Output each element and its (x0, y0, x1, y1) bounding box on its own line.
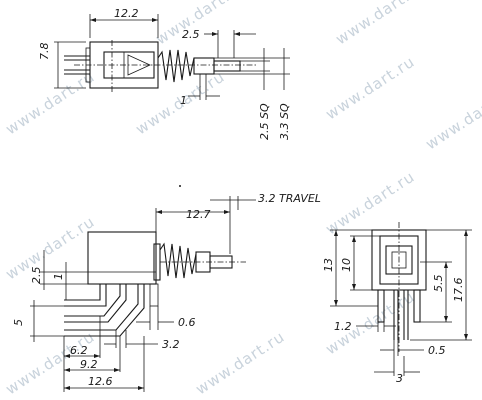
arrow-icon (234, 32, 240, 36)
arrow-icon (352, 236, 356, 242)
top-shaft (213, 60, 241, 72)
watermark: www.dart.ru (2, 212, 98, 283)
side-spring (159, 242, 197, 279)
arrow-icon (444, 316, 448, 322)
dim-front-total: 13 (322, 258, 335, 272)
top-view: 12.2 7.8 2.5 1 2.5 SQ 3.3 SQ (38, 7, 291, 140)
arrow-icon (334, 300, 338, 306)
arrow-icon (352, 284, 356, 290)
front-leg (413, 289, 421, 323)
watermark: www.dart.ru (422, 82, 482, 153)
side-pin (64, 284, 107, 307)
dim-travel: 3.2 TRAVEL (258, 192, 321, 205)
front-view: 13 10 5.5 17.6 1.2 0.5 (322, 222, 472, 385)
arrow-icon (224, 210, 230, 214)
arrow-icon (156, 210, 162, 214)
arrow-icon (64, 354, 70, 358)
dim-top-height: 7.8 (38, 43, 51, 61)
arrow-icon (212, 32, 218, 36)
arrow-icon (64, 386, 70, 390)
arrow-icon (444, 262, 448, 268)
dim-front-pitch: 3 (396, 372, 403, 385)
watermark: www.dart.ru (192, 327, 288, 398)
dim-pin-pitch: 3.2 (162, 338, 180, 351)
arrow-icon (114, 368, 120, 372)
dim-pin-small: 1 (52, 273, 65, 280)
top-spring (157, 49, 195, 83)
dim-top-small: 1 (180, 94, 187, 107)
arrow-icon (334, 230, 338, 236)
dim-body-length: 12.7 (186, 208, 211, 221)
side-body (87, 231, 157, 285)
arrow-icon (464, 230, 468, 236)
dim-pin-height: 5 (12, 319, 25, 326)
side-mount-tab (149, 283, 159, 307)
arrow-icon (152, 18, 158, 22)
dim-row1: 6.2 (70, 344, 88, 357)
watermark: www.dart.ru (322, 52, 418, 123)
dim-front-pin: 5.5 (432, 275, 445, 293)
top-slider (103, 51, 155, 79)
dim-top-offset: 2.5 (182, 28, 200, 41)
side-pin (64, 284, 121, 317)
dim-pin-thick: 0.6 (178, 316, 196, 329)
dim-top-width: 12.2 (114, 7, 139, 20)
dim-row2: 9.2 (80, 358, 98, 371)
dim-row3: 12.6 (88, 375, 113, 388)
dim-front-left: 1.2 (334, 320, 352, 333)
side-view: 3.2 TRAVEL 12.7 2.5 1 5 0.6 3.2 (12, 192, 321, 392)
arrow-icon (138, 386, 144, 390)
dim-front-inner: 10 (340, 258, 353, 272)
dim-front-full: 17.6 (452, 278, 465, 303)
arrow-icon (90, 18, 96, 22)
dim-front-pin-width: 0.5 (428, 344, 446, 357)
dim-top-sq1: 2.5 SQ (258, 103, 271, 140)
side-flange (153, 243, 161, 281)
dim-top-sq2: 3.3 SQ (278, 103, 291, 140)
watermark: www.dart.ru (322, 167, 418, 238)
side-pin (64, 284, 145, 337)
watermark: www.dart.ru (2, 67, 98, 138)
side-pin (64, 284, 101, 301)
dim-pin-gap: 2.5 (30, 267, 43, 285)
arrow-icon (94, 354, 100, 358)
side-pin (64, 284, 139, 331)
side-pin (64, 284, 127, 323)
arrow-icon (464, 334, 468, 340)
watermark: www.dart.ru (332, 0, 428, 48)
arrow-icon (64, 368, 70, 372)
stray-dot (179, 185, 181, 187)
